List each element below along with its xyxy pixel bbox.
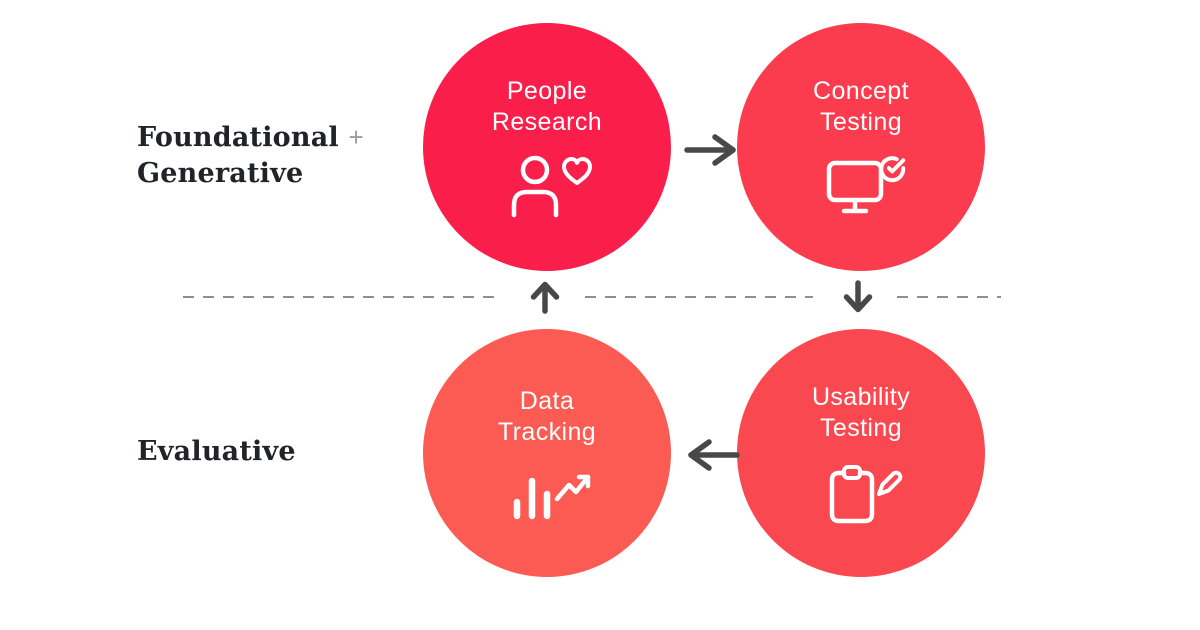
circle-label: Usability Testing bbox=[812, 382, 910, 444]
circle-label-line2: Testing bbox=[819, 108, 902, 136]
circle-label-line1: People bbox=[506, 77, 588, 105]
row-label-foundational-generative: Foundational + Generative bbox=[137, 119, 364, 192]
arrow-right-icon bbox=[684, 134, 736, 166]
dashed-divider-segment bbox=[585, 296, 813, 298]
bar-chart-trend-icon bbox=[513, 474, 591, 520]
circle-usability-testing: Usability Testing bbox=[737, 329, 985, 577]
circle-data-tracking: Data Tracking bbox=[423, 329, 671, 577]
clipboard-pencil-icon bbox=[829, 465, 903, 524]
circle-label-line1: Usability bbox=[811, 383, 911, 411]
arrow-left-icon bbox=[688, 439, 740, 471]
circle-concept-testing: Concept Testing bbox=[737, 23, 985, 271]
row-label-evaluative: Evaluative bbox=[137, 436, 296, 467]
circle-label-line2: Tracking bbox=[497, 418, 597, 446]
label-foundational: Foundational bbox=[137, 122, 339, 153]
circle-label-line2: Testing bbox=[819, 414, 902, 442]
plus-sign: + bbox=[348, 122, 364, 152]
circle-label: Concept Testing bbox=[813, 76, 909, 138]
circle-label-line1: Data bbox=[519, 387, 575, 415]
arrow-down-icon bbox=[843, 280, 873, 313]
monitor-check-icon bbox=[826, 156, 906, 214]
label-line-generative: Generative bbox=[137, 158, 304, 189]
circle-label-line1: Concept bbox=[813, 77, 909, 105]
circle-label-line2: Research bbox=[491, 108, 603, 136]
label-line-foundational: Foundational + bbox=[137, 119, 364, 156]
arrow-up-icon bbox=[530, 281, 560, 314]
circle-people-research: People Research bbox=[423, 23, 671, 271]
person-heart-icon bbox=[511, 155, 592, 218]
dashed-divider-segment bbox=[897, 296, 1001, 298]
dashed-divider-segment bbox=[183, 296, 503, 298]
circle-label: Data Tracking bbox=[498, 386, 596, 448]
circle-label: People Research bbox=[492, 76, 602, 138]
